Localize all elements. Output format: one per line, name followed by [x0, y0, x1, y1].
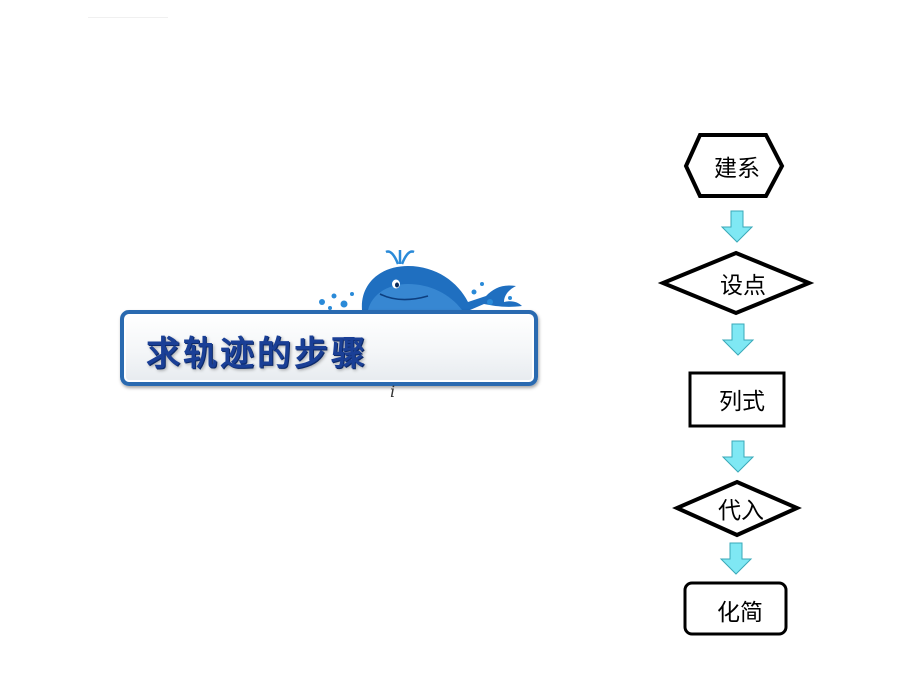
stray-mark: i: [390, 382, 396, 401]
flow-step-5-label: 化简: [717, 600, 763, 626]
node-hexagon-shape: [683, 133, 785, 198]
whale-icon: [319, 250, 522, 310]
flow-step-3-label: 列式: [719, 389, 765, 415]
arrow-down-icon: [719, 542, 753, 575]
flow-step-4-label: 代入: [718, 498, 764, 524]
title-banner: 求轨迹的步骤: [120, 310, 538, 386]
arrow-down-icon: [721, 323, 755, 356]
banner-title: 求轨迹的步骤: [146, 334, 368, 374]
node-rectangle-shape: [688, 371, 786, 428]
arrow-down-icon: [720, 210, 754, 243]
node-diamond-shape: [657, 250, 815, 316]
decorative-line: [88, 17, 168, 18]
node-diamond-shape: [672, 479, 802, 538]
node-rounded-rectangle-shape: [683, 581, 788, 636]
arrow-down-icon: [721, 440, 755, 473]
flow-step-2-label: 设点: [720, 273, 766, 299]
flow-step-1-label: 建系: [714, 156, 760, 182]
